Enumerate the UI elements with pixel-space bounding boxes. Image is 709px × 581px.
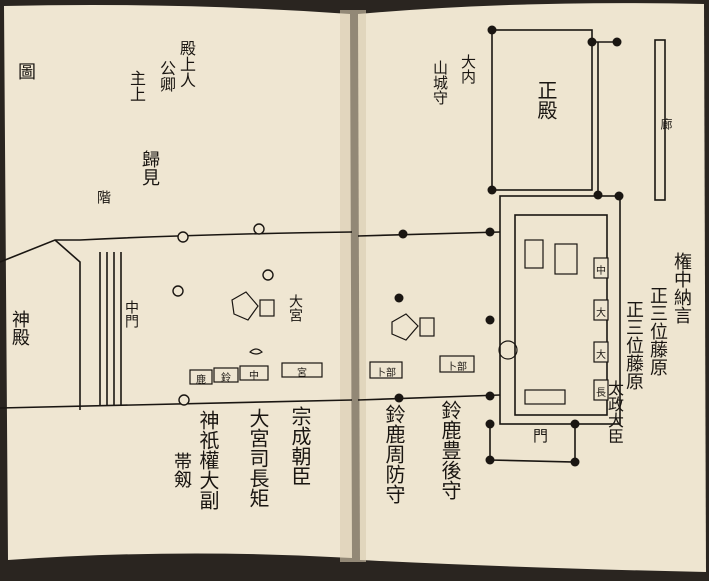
left-column-3: 殿上人 xyxy=(177,40,196,88)
left-column-2: 公卿 xyxy=(157,60,176,92)
left-column-1: 主上 xyxy=(127,70,146,102)
left-page xyxy=(4,5,352,560)
right-col-3: 正三位藤原 xyxy=(623,300,644,390)
right-inner-box-4: 長 xyxy=(596,388,606,399)
left-mid-text-1: 歸見 xyxy=(139,150,160,186)
right-inner-box-2: 大 xyxy=(596,308,606,319)
right-box-row xyxy=(369,355,475,379)
left-box-label-4: 宮 xyxy=(297,368,307,379)
right-bottom-col-2: 鈴鹿周防守 xyxy=(382,404,406,504)
left-inner-label-2: 中門 xyxy=(123,300,139,328)
right-page xyxy=(358,3,706,573)
left-bottom-col-1: 宗成朝臣 xyxy=(288,406,312,486)
right-inner-box-1: 中 xyxy=(596,266,606,277)
right-map-lines xyxy=(357,29,666,463)
left-bottom-col-4: 帯剱 xyxy=(171,452,192,488)
left-side-label: 神殿 xyxy=(9,310,30,346)
left-inner-label-1: 大宮 xyxy=(287,294,303,322)
right-inner-boxes xyxy=(524,239,609,405)
right-dots xyxy=(394,25,624,467)
right-side-corridor: 廊 xyxy=(659,118,673,130)
right-box-label-2: 卜部 xyxy=(447,362,467,373)
right-col-4: 太政大臣 xyxy=(605,380,624,444)
right-inner-box-3: 大 xyxy=(596,350,606,361)
right-top-col-2: 大内 xyxy=(459,54,477,84)
left-box-row xyxy=(189,362,323,385)
ritual-objects-right xyxy=(391,313,518,360)
gutter xyxy=(340,10,366,562)
right-bottom-col-1: 鈴鹿豊後守 xyxy=(438,400,462,500)
left-box-label-3: 中 xyxy=(249,371,259,382)
left-box-label-1: 鹿 xyxy=(196,375,206,386)
right-gate-label: 門 xyxy=(531,428,549,443)
left-mid-text-2: 階 xyxy=(95,190,111,204)
left-bottom-col-2: 大宮司長矩 xyxy=(246,408,270,508)
right-box-label-1: 卜部 xyxy=(376,368,396,379)
left-map-lines xyxy=(0,231,353,410)
right-top-col-1: 山城守 xyxy=(431,60,449,105)
left-circles xyxy=(172,223,274,406)
right-col-2: 正三位藤原 xyxy=(647,286,668,376)
ritual-objects-left xyxy=(231,291,275,355)
left-title: 圖 xyxy=(15,62,36,80)
left-box-label-2: 鈴 xyxy=(221,373,231,384)
right-hall-label: 正殿 xyxy=(534,80,558,120)
right-col-1: 権中納言 xyxy=(671,252,692,324)
left-bottom-col-3: 神祇權大副 xyxy=(196,410,220,510)
